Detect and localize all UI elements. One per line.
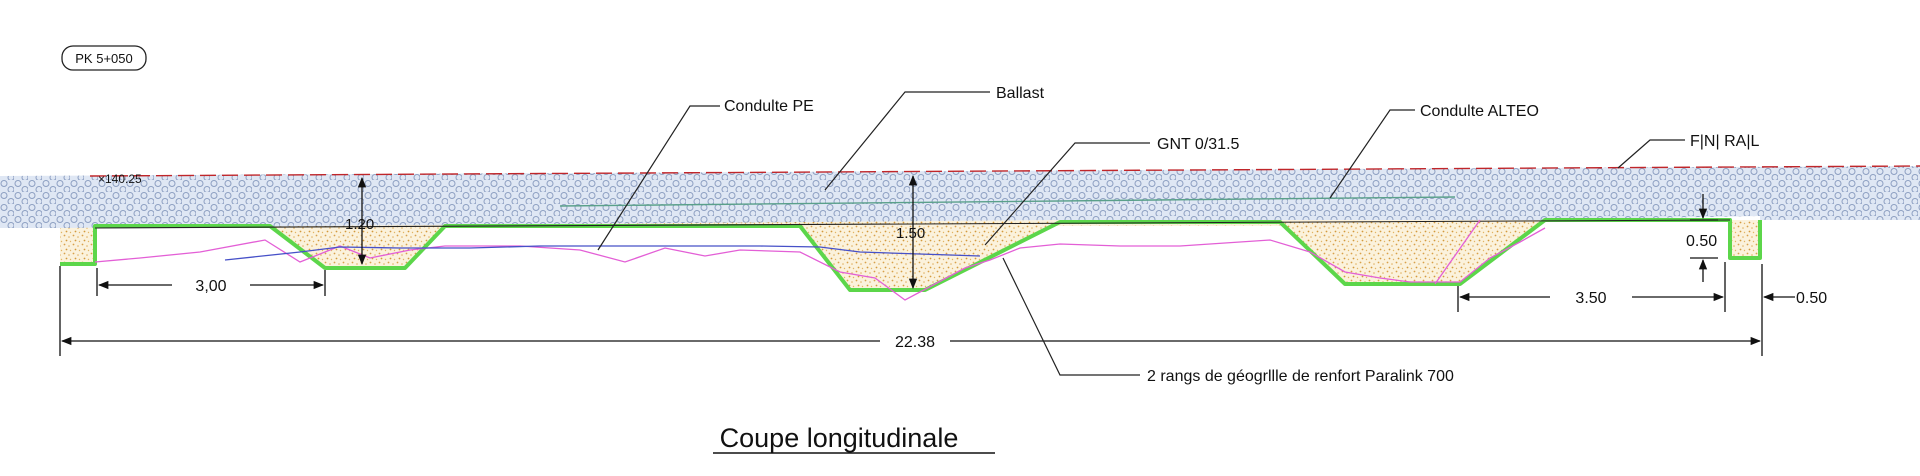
label-geogrille: 2 rangs de géogrllle de renfort Paralink…: [1002, 257, 1454, 385]
width-right-label: 3.50: [1575, 290, 1606, 307]
width-end-label: 0.50: [1796, 290, 1827, 307]
total-length-label: 22.38: [895, 334, 935, 351]
label-gnt: GNT 0/31.5: [984, 136, 1240, 246]
depth-dimension-left: 1.20: [345, 176, 374, 266]
drawing-title: Coupe longitudinale: [713, 423, 995, 454]
fini-rail-label: F|N| RA|L: [1690, 133, 1759, 150]
conduite-alteo-label: Condulte ALTEO: [1420, 103, 1539, 120]
ballast-label: Ballast: [996, 85, 1045, 102]
ballast-layer: [0, 166, 1920, 228]
label-conduite-pe: Condulte PE: [597, 98, 814, 251]
conduite-pe-label: Condulte PE: [724, 98, 814, 115]
title-text: Coupe longitudinale: [720, 423, 959, 453]
width-dimension-left: 3,00: [96, 268, 326, 296]
depth-dimension-right: 0.50: [1686, 194, 1718, 282]
depth-center-label: 1.50: [896, 225, 925, 242]
depth-dimension-center: 1.50: [896, 174, 925, 290]
total-length-dimension: 22.38: [59, 266, 1762, 356]
conduite-alteo-pipe: [559, 196, 1456, 207]
conduite-pe-pipe: [224, 245, 981, 261]
geogrille-label: 2 rangs de géogrllle de renfort Paralink…: [1147, 368, 1454, 385]
label-ballast: Ballast: [824, 85, 1045, 191]
gnt-fill-body: [60, 220, 1730, 290]
rail-level-line: [89, 165, 1920, 177]
pk-tag: PK 5+050: [61, 45, 147, 71]
depth-left-label: 1.20: [345, 216, 374, 233]
depth-right-label: 0.50: [1686, 233, 1717, 250]
width-left-label: 3,00: [195, 278, 226, 295]
pk-tag-text: PK 5+050: [75, 51, 132, 66]
gnt-label: GNT 0/31.5: [1157, 136, 1240, 153]
label-fini-rail: F|N| RA|L: [1617, 133, 1759, 169]
label-conduite-alteo: Condulte ALTEO: [1329, 103, 1539, 199]
slope-line-right: [1434, 219, 1481, 285]
width-dimension-right: 3.50: [1457, 262, 1726, 312]
level-mark: ×140.25: [98, 172, 142, 186]
width-dimension-end: 0.50: [1761, 264, 1827, 356]
